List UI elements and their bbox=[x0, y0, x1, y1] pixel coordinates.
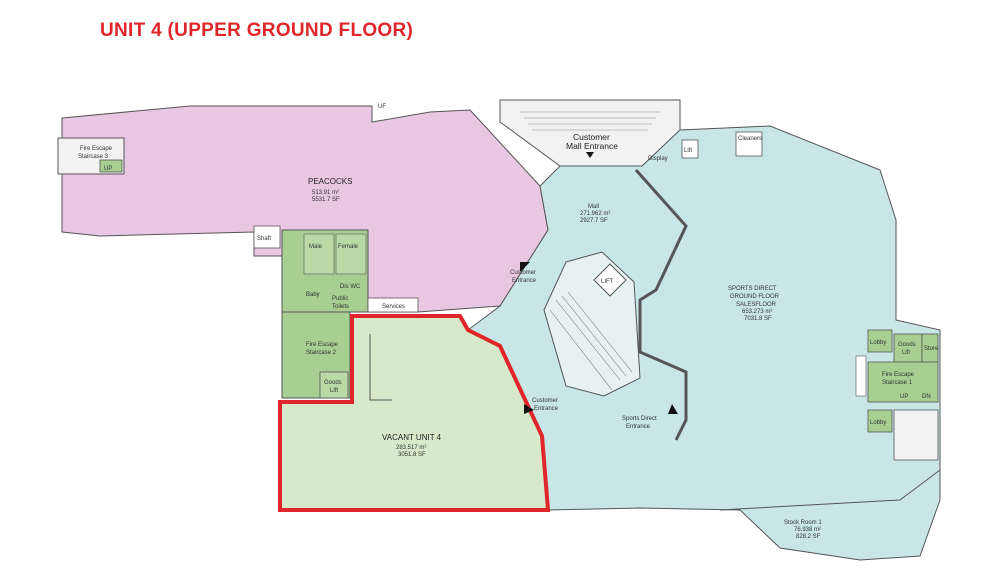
store-label: Store bbox=[924, 346, 939, 352]
peacocks-sqft: 5531.7 SF bbox=[312, 197, 340, 203]
vacant-unit-sqft: 3051.8 SF bbox=[398, 452, 426, 458]
customer-entrance-arrow-icon bbox=[520, 262, 530, 272]
peacocks-sqm: 513.91 m² bbox=[312, 190, 339, 196]
public-toilets-label: Public bbox=[332, 296, 348, 302]
sports-sqft: 7031.8 SF bbox=[744, 316, 772, 322]
fire-escape-1-label: Fire Escape bbox=[882, 372, 915, 378]
mall-name: Mall bbox=[588, 204, 599, 210]
services-right bbox=[855, 355, 867, 397]
vacant-inner-wall bbox=[369, 334, 392, 401]
sports-sqm: 653.273 m² bbox=[742, 309, 772, 315]
public-toilets-label-b: Toilets bbox=[332, 304, 349, 310]
male-label: Male bbox=[309, 244, 323, 250]
lift-center-label: LIFT bbox=[601, 279, 614, 285]
mall-partition bbox=[634, 169, 688, 441]
sports-direct-entrance-arrow-icon bbox=[668, 404, 678, 414]
lobby-bottom bbox=[867, 409, 893, 433]
peacocks-name: PEACOCKS bbox=[308, 177, 352, 186]
customer-mall-label-b: Mall Entrance bbox=[566, 141, 618, 151]
customer-entrance-2-label: Customer bbox=[532, 398, 558, 404]
female-wc bbox=[335, 233, 367, 275]
customer-entrance-2-label-b: Entrance bbox=[534, 406, 559, 412]
page-title: UNIT 4 (UPPER GROUND FLOOR) bbox=[100, 20, 414, 41]
display-label-1: Display bbox=[648, 156, 668, 162]
mall-entrance-arrow-icon bbox=[586, 152, 594, 158]
customer-entrance-label: Customer bbox=[510, 270, 536, 276]
goods-lift-label: Goods bbox=[324, 380, 342, 386]
dn-label-1: DN bbox=[922, 394, 931, 400]
lift-room bbox=[681, 139, 699, 159]
goods-lift-right bbox=[893, 333, 923, 363]
female-label: Female bbox=[338, 244, 359, 250]
stock-room-sqm: 76.938 m² bbox=[794, 527, 821, 533]
up-label-1: UP bbox=[900, 394, 908, 400]
lift-label: Lift bbox=[684, 148, 692, 154]
fire-escape-1-label-b: Staircase 1 bbox=[882, 380, 913, 386]
stock-room-sqft: 828.2 SF bbox=[796, 534, 821, 540]
services-block bbox=[367, 297, 419, 313]
dis-wc-label: Dis WC bbox=[340, 284, 361, 290]
cleaners-label: Cleaners bbox=[738, 136, 762, 142]
sports-direct-label-c: SALESFLOOR bbox=[736, 302, 777, 308]
shaft-label: Shaft bbox=[257, 236, 271, 242]
goods-lift-left bbox=[319, 371, 349, 399]
staircase-3-up bbox=[99, 159, 123, 173]
lift-icon bbox=[593, 263, 627, 297]
lobby-label-top: Lobby bbox=[870, 340, 886, 346]
fire-escape-staircase-1 bbox=[867, 361, 939, 403]
goods-lift-right-label-b: Lift bbox=[902, 350, 910, 356]
services-label: Services bbox=[382, 304, 405, 310]
fire-escape-3-label: Fire Escape bbox=[80, 146, 113, 152]
mall-sqft: 2927.7 SF bbox=[580, 218, 608, 224]
vacant-unit-4[interactable] bbox=[278, 314, 551, 512]
customer-mall-label: Customer bbox=[573, 132, 610, 142]
lobby-label-bottom: Lobby bbox=[870, 420, 886, 426]
stock-room-name: Stock Room 1 bbox=[784, 520, 822, 526]
shaft bbox=[253, 225, 281, 249]
goods-lift-right-label: Goods bbox=[898, 342, 916, 348]
baby-label: Baby bbox=[306, 292, 320, 298]
up-label-3: UP bbox=[104, 166, 112, 172]
uf-label: UF bbox=[378, 104, 386, 110]
customer-entrance-2-arrow-icon bbox=[524, 404, 534, 414]
lobby-top bbox=[867, 329, 893, 353]
sports-direct-label: SPORTS DIRECT bbox=[728, 286, 777, 292]
cleaners-room bbox=[735, 131, 763, 157]
vacant-unit-sqm: 283.517 m² bbox=[396, 445, 426, 451]
fire-escape-3-label-b: Staircase 3 bbox=[78, 154, 109, 160]
mall-sqm: 271.962 m² bbox=[580, 211, 610, 217]
sd-entrance-label-b: Entrance bbox=[626, 424, 651, 430]
customer-entrance-label-b: Entrance bbox=[512, 278, 537, 284]
fire-escape-2-label-b: Staircase 2 bbox=[306, 350, 337, 356]
vacant-unit-name: VACANT UNIT 4 bbox=[382, 433, 442, 442]
stock-room-partition bbox=[719, 469, 941, 511]
male-wc bbox=[303, 233, 335, 275]
goods-lift-label-b: Lift bbox=[330, 388, 338, 394]
sports-direct-label-b: GROUND FLOOR bbox=[730, 294, 780, 300]
stair-right-lower bbox=[893, 409, 939, 461]
sd-entrance-label: Sports Direct bbox=[622, 416, 657, 422]
fire-escape-2-label: Fire Escape bbox=[306, 342, 339, 348]
